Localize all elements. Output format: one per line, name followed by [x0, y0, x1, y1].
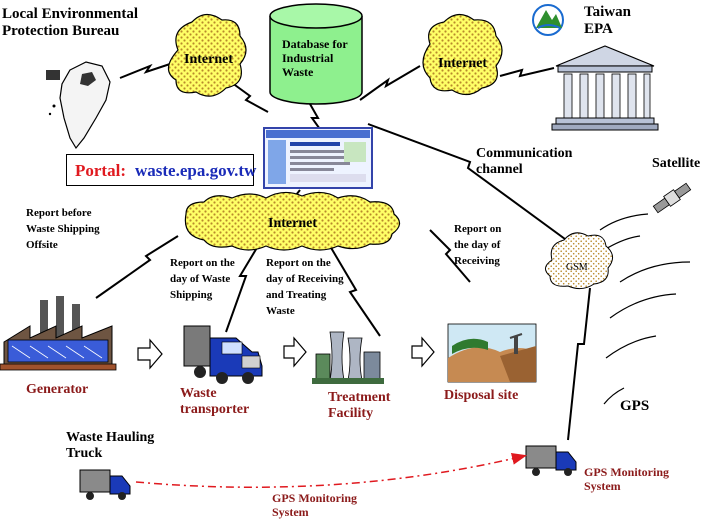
report-before-label: Report before Waste Shipping Offsite: [26, 207, 100, 251]
link-internet-database: [227, 79, 269, 113]
waste-hauling-truck-label: Waste Hauling Truck: [66, 430, 155, 462]
link-internet-transporter: [225, 245, 259, 333]
link-database-internet: [359, 65, 421, 101]
portal-url[interactable]: waste.epa.gov.tw: [135, 161, 257, 180]
internet-right-label: Internet: [438, 56, 487, 71]
treatment-facility-label: Treatment Facility: [328, 390, 391, 422]
cloud-internet-right: [422, 13, 503, 96]
disposal-site-label: Disposal site: [444, 388, 519, 403]
truck-icon: [183, 325, 263, 384]
link-internet-epa: [499, 67, 555, 78]
generator-label: Generator: [26, 382, 89, 397]
link-internet-generator: [95, 235, 179, 299]
small-truck-icon: [525, 445, 577, 476]
disposal-site-icon: [447, 323, 537, 383]
communication-channel-label: Communication channel: [476, 146, 573, 178]
arrow-right-icon: [137, 338, 163, 370]
cloud-internet-left: [167, 13, 247, 97]
report-day-receiving-treating-label: Report on the day of Receiving and Treat…: [266, 257, 344, 317]
website-screenshot-icon: [263, 127, 373, 189]
link-gsm-truck: [567, 287, 591, 441]
report-day-shipping-label: Report on the day of Waste Shipping: [170, 257, 235, 301]
taiwan-epa-label: Taiwan EPA: [584, 4, 631, 38]
satellite-label: Satellite: [652, 156, 701, 171]
internet-left-label: Internet: [184, 52, 233, 67]
small-truck-icon: [79, 469, 131, 500]
link-db-portal: [309, 103, 323, 133]
satellite-icon: [652, 182, 692, 214]
internet-center-label: Internet: [268, 216, 317, 231]
gps-tracking-path: [135, 452, 527, 488]
link-portal-gsm: [367, 123, 581, 251]
gps-monitoring-right-label: GPS Monitoring System: [584, 465, 670, 493]
link-bureau-internet: [119, 61, 177, 79]
epa-logo-icon: [532, 4, 564, 36]
government-building-icon: [551, 45, 659, 131]
link-internet-treatment: [329, 245, 381, 337]
factory-icon: [0, 296, 117, 371]
gps-label: GPS: [620, 398, 650, 414]
local-bureau-label: Local Environmental Protection Bureau: [2, 6, 138, 40]
gsm-label: GSM: [566, 262, 588, 273]
arrow-right-icon: [411, 336, 435, 368]
portal-prefix: Portal:: [75, 161, 126, 180]
gps-waves: [599, 213, 691, 405]
portal-box: Portal: waste.epa.gov.tw: [66, 154, 257, 186]
taiwan-map-icon: [46, 61, 111, 150]
database-cylinder: [269, 3, 363, 105]
gps-monitoring-bottom-label: GPS Monitoring System: [272, 491, 358, 519]
treatment-plant-icon: [312, 331, 384, 384]
waste-transporter-label: Waste transporter: [180, 386, 250, 418]
link-internet-disposal: [429, 229, 471, 283]
database-label: Database for Industrial Waste: [282, 37, 348, 79]
cloud-gsm: [545, 232, 613, 290]
arrow-right-icon: [283, 336, 307, 368]
report-day-receiving-label: Report on the day of Receiving: [454, 223, 502, 267]
cloud-internet-center: [184, 191, 401, 251]
